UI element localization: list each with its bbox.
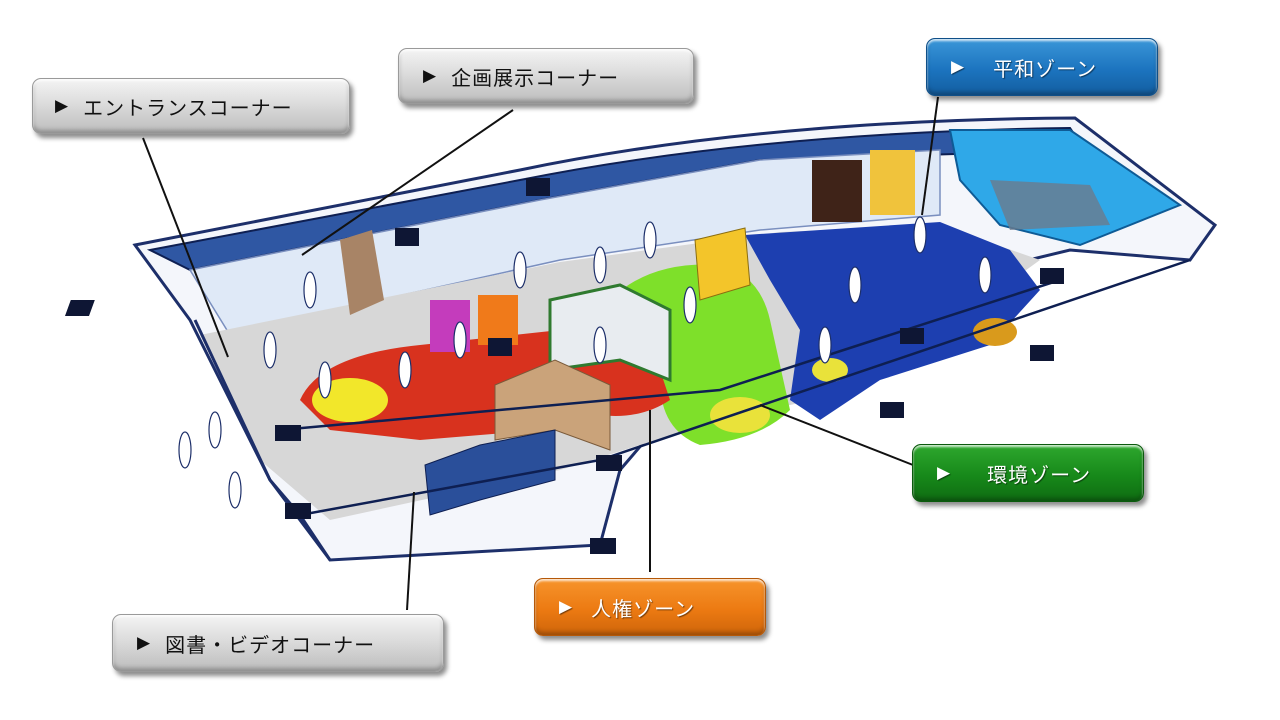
label-text: 人権ゾーン bbox=[591, 596, 696, 621]
label-text: エントランスコーナー bbox=[83, 95, 293, 120]
play-arrow-icon: ▶ bbox=[559, 597, 574, 617]
label-human-rights-zone[interactable]: ▶ 人権ゾーン bbox=[534, 578, 766, 636]
label-text: 企画展示コーナー bbox=[451, 65, 620, 90]
play-arrow-icon: ▶ bbox=[55, 96, 70, 116]
label-text: 平和ゾーン bbox=[993, 56, 1098, 81]
label-environment-zone[interactable]: ▶ 環境ゾーン bbox=[912, 444, 1144, 502]
label-peace-zone[interactable]: ▶ 平和ゾーン bbox=[926, 38, 1158, 96]
play-arrow-icon: ▶ bbox=[937, 463, 952, 483]
label-text: 図書・ビデオコーナー bbox=[165, 632, 376, 657]
label-special-exhibit-corner[interactable]: ▶ 企画展示コーナー bbox=[398, 48, 694, 104]
label-library-video-corner[interactable]: ▶ 図書・ビデオコーナー bbox=[112, 614, 444, 672]
play-arrow-icon: ▶ bbox=[951, 57, 966, 77]
play-arrow-icon: ▶ bbox=[423, 66, 438, 86]
label-entrance-corner[interactable]: ▶ エントランスコーナー bbox=[32, 78, 350, 134]
label-text: 環境ゾーン bbox=[987, 462, 1092, 487]
play-arrow-icon: ▶ bbox=[137, 633, 152, 653]
